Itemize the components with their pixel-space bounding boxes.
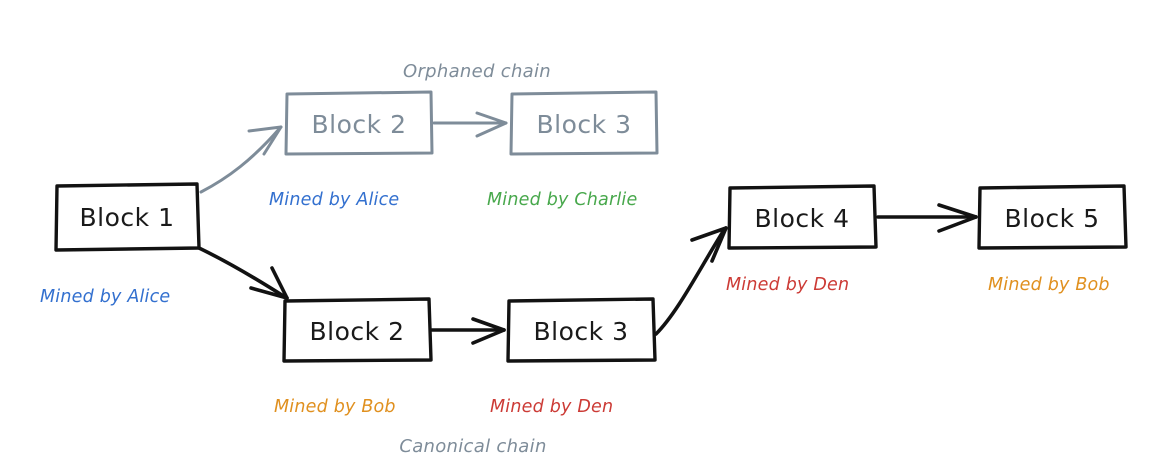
orphan-block-3-label: Block 3 bbox=[537, 110, 632, 139]
canonical-block-5-box[interactable] bbox=[977, 184, 1128, 250]
orphan-block-2[interactable]: Block 2 bbox=[284, 90, 434, 156]
canonical-block-2-box[interactable] bbox=[282, 297, 433, 363]
canonical-block-2-miner-label: Mined by Bob bbox=[274, 397, 396, 417]
block-1-box[interactable] bbox=[54, 182, 201, 252]
orphan-block-2-box[interactable] bbox=[284, 90, 434, 156]
block-1[interactable]: Block 1 bbox=[54, 182, 201, 252]
canonical-block-4[interactable]: Block 4 bbox=[727, 184, 878, 250]
arrow-canonical-block3-to-block4 bbox=[654, 226, 728, 336]
canonical-block-2-label: Block 2 bbox=[310, 317, 405, 346]
orphan-block-2-label: Block 2 bbox=[312, 110, 407, 139]
canonical-block-5-label: Block 5 bbox=[1005, 204, 1100, 233]
canonical-block-5-miner-label: Mined by Bob bbox=[988, 275, 1110, 295]
orphaned-chain-label: Orphaned chain bbox=[403, 61, 551, 82]
canonical-block-5[interactable]: Block 5 bbox=[977, 184, 1128, 250]
orphan-block-3-miner-label: Mined by Charlie bbox=[487, 190, 637, 210]
arrow-canonical-block4-to-block5 bbox=[876, 203, 978, 233]
canonical-block-3-miner-label: Mined by Den bbox=[490, 397, 613, 417]
canonical-block-4-miner-label: Mined by Den bbox=[726, 275, 849, 295]
block-1-miner-label: Mined by Alice bbox=[40, 287, 170, 307]
canonical-block-3[interactable]: Block 3 bbox=[506, 297, 657, 363]
block-1-label: Block 1 bbox=[80, 203, 175, 232]
arrow-orphan-block2-to-orphan-block3 bbox=[432, 111, 508, 138]
orphan-block-3[interactable]: Block 3 bbox=[509, 90, 659, 156]
canonical-chain-label: Canonical chain bbox=[399, 436, 546, 457]
orphan-block-3-box[interactable] bbox=[509, 90, 659, 156]
arrow-block1-to-canonical-block2 bbox=[197, 246, 289, 300]
orphan-block-2-miner-label: Mined by Alice bbox=[269, 190, 399, 210]
canonical-block-4-box[interactable] bbox=[727, 184, 878, 250]
canonical-block-3-box[interactable] bbox=[506, 297, 657, 363]
canonical-block-4-label: Block 4 bbox=[755, 204, 850, 233]
canonical-block-2[interactable]: Block 2 bbox=[282, 297, 433, 363]
arrow-block1-to-orphan-block2 bbox=[199, 125, 283, 194]
arrow-canonical-block2-to-block3 bbox=[430, 317, 506, 345]
canonical-block-3-label: Block 3 bbox=[534, 317, 629, 346]
